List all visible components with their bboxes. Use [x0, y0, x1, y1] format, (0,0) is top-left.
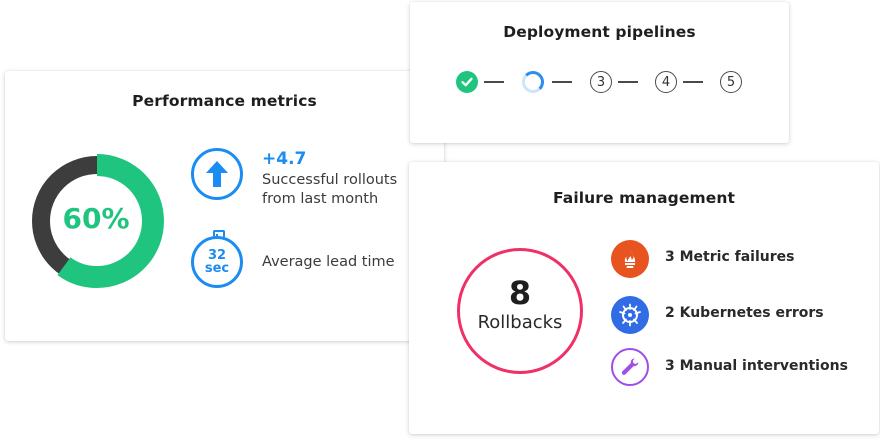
pipeline-step-2-in-progress [522, 71, 544, 93]
lead-time-unit: sec [204, 261, 230, 276]
kubernetes-errors-label: 2 Kubernetes errors [665, 305, 824, 321]
success-rate-donut [30, 154, 164, 288]
pipeline-step-1-done [456, 71, 478, 93]
stopwatch-icon: 32 sec [191, 230, 243, 288]
arrow-up-icon [191, 148, 243, 200]
rollbacks-count: 8 [508, 274, 532, 312]
pipeline-step-5: 5 [720, 71, 742, 93]
metric-failures-label: 3 Metric failures [665, 249, 795, 265]
pipeline-step-4: 4 [655, 71, 677, 93]
lead-time-value: 32 [207, 248, 227, 263]
lead-time-description: Average lead time [262, 254, 395, 270]
rollbacks-label: Rollbacks [477, 312, 563, 333]
pipeline-connector [552, 81, 572, 83]
deployment-pipelines-card: Deployment pipelines 3 4 5 [410, 2, 789, 143]
pipeline-connector [484, 81, 504, 83]
prometheus-icon [611, 240, 649, 278]
kubernetes-icon [611, 296, 649, 334]
pipelines-card-title: Deployment pipelines [503, 23, 696, 41]
pipeline-connector [683, 81, 703, 83]
wrench-icon [611, 348, 649, 386]
failure-card-title: Failure management [553, 189, 735, 207]
donut-success-arc [30, 154, 164, 288]
checkmark-icon [461, 77, 473, 87]
pipeline-step-3: 3 [590, 71, 612, 93]
manual-interventions-label: 3 Manual interventions [665, 358, 848, 374]
rollouts-change: +4.7 [262, 149, 307, 169]
failure-management-card: Failure management 8 Rollbacks 3 Metric … [409, 162, 879, 434]
performance-metrics-card: Performance metrics 60% +4.7 Successful … [5, 71, 444, 341]
performance-card-title: Performance metrics [132, 92, 317, 110]
rollouts-description: Successful rollouts from last month [262, 172, 398, 207]
success-rate-value: 60% [62, 202, 130, 235]
rollbacks-ring [457, 248, 583, 374]
pipeline-connector [618, 81, 638, 83]
